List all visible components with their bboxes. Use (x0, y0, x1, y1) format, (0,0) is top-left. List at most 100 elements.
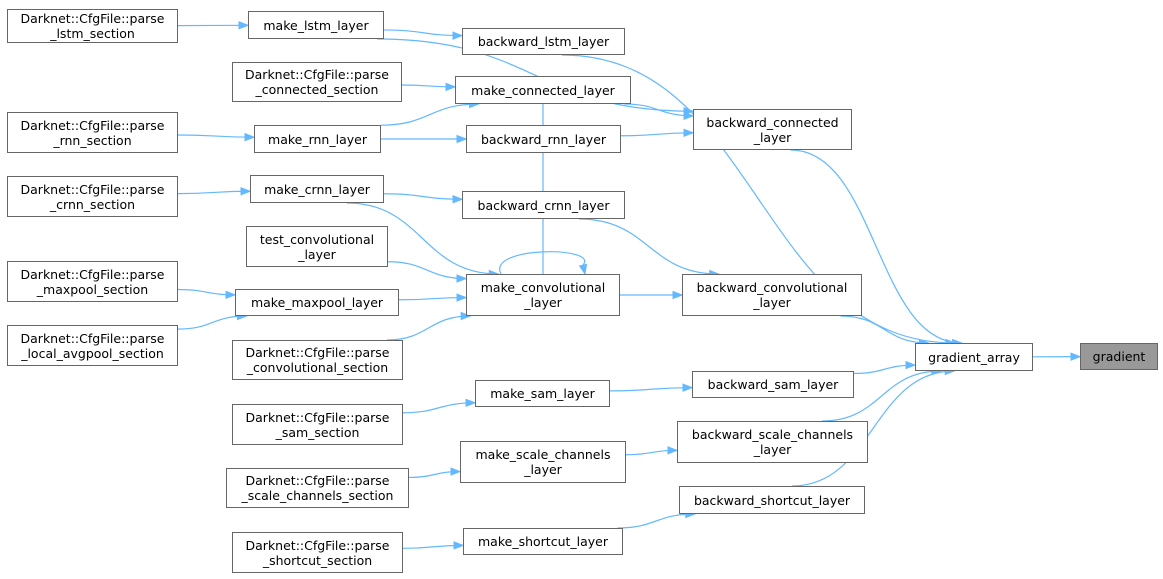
node-make-rnn-layer[interactable]: make_rnn_layer (254, 125, 381, 153)
node-backward-lstm-layer[interactable]: backward_lstm_layer (462, 28, 625, 55)
edge-parse_sam_section-to-make_sam_layer (402, 402, 476, 414)
node-backward-convolutional-layer[interactable]: backward_convolutional_layer (682, 274, 862, 316)
node-make-convolutional-layer[interactable]: make_convolutional_layer (466, 274, 620, 316)
node-label-line: make_shortcut_layer (478, 534, 608, 549)
edge-backward_shortcut_layer-to-gradient_array (791, 370, 955, 487)
node-make-crnn-layer[interactable]: make_crnn_layer (250, 175, 384, 203)
node-label-line: make_connected_layer (471, 82, 615, 98)
node-label-line: _connected_section (255, 82, 379, 97)
node-label-line: _convolutional_section (246, 360, 389, 375)
node-label-line: make_scale_channels (475, 447, 611, 462)
node-parse-local-avgpool-section[interactable]: Darknet::CfgFile::parse_local_avgpool_se… (7, 325, 178, 366)
edge-arrowhead (456, 293, 468, 302)
node-make-connected-layer[interactable]: make_connected_layer (455, 76, 631, 104)
edge-arrowhead (683, 111, 695, 121)
node-label-line: make_rnn_layer (268, 131, 367, 147)
node-backward-rnn-layer[interactable]: backward_rnn_layer (466, 125, 621, 153)
edge-parse_crnn_section-to-make_crnn_layer (177, 190, 251, 195)
node-backward-scale-channels-layer[interactable]: backward_scale_channels_layer (677, 421, 868, 463)
node-label-line: backward_lstm_layer (477, 34, 610, 49)
node-backward-shortcut-layer[interactable]: backward_shortcut_layer (679, 486, 865, 514)
node-label-line: gradient_array (928, 349, 1020, 365)
node-label-line: Darknet::CfgFile::parse (20, 266, 165, 282)
edge-make_lstm_layer-to-backward_lstm_layer (383, 29, 463, 37)
edge-arrowhead (452, 195, 464, 204)
node-label-line: make_sam_layer (490, 386, 595, 401)
node-label-line: test_convolutional (259, 231, 375, 247)
node-label-line: backward_crnn_layer (477, 197, 610, 213)
node-label-line: backward_scale_channels (691, 427, 854, 442)
node-make-maxpool-layer[interactable]: make_maxpool_layer (235, 289, 399, 316)
node-label-line: make_crnn_layer (264, 181, 370, 197)
node-label-line: _sam_section (275, 424, 360, 440)
node-label-line: backward_sam_layer (707, 377, 839, 392)
edge-backward_crnn_layer-to-backward_convolutional_layer (579, 218, 719, 275)
edge-arrowhead (905, 360, 917, 370)
edge-arrowhead (240, 187, 252, 196)
node-parse-crnn-section[interactable]: Darknet::CfgFile::parse_crnn_section (7, 176, 178, 217)
node-label-line: Darknet::CfgFile::parse (20, 181, 165, 197)
edge-make_lstm_layer-to-backward_connected_layer (377, 38, 694, 112)
node-label-line: Darknet::CfgFile::parse (245, 67, 389, 82)
node-make-lstm-layer[interactable]: make_lstm_layer (248, 11, 384, 39)
node-label-line: Darknet::CfgFile::parse (20, 117, 165, 133)
node-label-line: _layer (298, 246, 336, 262)
edge-arrowhead (225, 290, 237, 300)
edge-arrowhead (456, 134, 468, 144)
node-test-convolutional-layer[interactable]: test_convolutional_layer (246, 226, 388, 267)
edge-arrowhead (453, 541, 465, 550)
node-parse-convolutional-section[interactable]: Darknet::CfgFile::parse_convolutional_se… (232, 340, 403, 380)
edge-arrowhead (456, 274, 468, 283)
edge-arrowhead (445, 82, 457, 92)
node-make-shortcut-layer[interactable]: make_shortcut_layer (463, 528, 623, 555)
node-parse-shortcut-section[interactable]: Darknet::CfgFile::parse_shortcut_section (232, 532, 403, 573)
node-label-line: _lstm_section (50, 26, 135, 41)
edge-parse_local_avgpool_section-to-make_maxpool_layer (177, 315, 247, 330)
node-parse-sam-section[interactable]: Darknet::CfgFile::parse_sam_section (232, 404, 403, 445)
edge-make_crnn_layer-to-backward_crnn_layer (383, 193, 463, 200)
node-label-line: _maxpool_section (36, 281, 149, 297)
node-label-line: backward_rnn_layer (480, 131, 607, 147)
node-label-line: _layer (524, 462, 562, 477)
node-label-line: backward_connected (706, 114, 839, 130)
node-parse-lstm-section[interactable]: Darknet::CfgFile::parse_lstm_section (7, 9, 178, 43)
node-gradient[interactable]: gradient (1080, 343, 1158, 370)
node-label-line: _local_avgpool_section (21, 345, 164, 361)
node-parse-maxpool-section[interactable]: Darknet::CfgFile::parse_maxpool_section (7, 261, 178, 302)
edge-test_convolutional_layer-to-make_convolutional_layer (387, 261, 467, 280)
edge-make_sam_layer-to-backward_sam_layer (609, 387, 693, 392)
edge-arrowhead (578, 263, 588, 276)
node-parse-rnn-section[interactable]: Darknet::CfgFile::parse_rnn_section (7, 112, 178, 153)
node-label-line: Darknet::CfgFile::parse (245, 345, 390, 360)
node-label-line: Darknet::CfgFile::parse (20, 11, 165, 26)
node-label-line: make_lstm_layer (263, 17, 369, 33)
node-make-scale-channels-layer[interactable]: make_scale_channels_layer (460, 441, 626, 483)
node-backward-sam-layer[interactable]: backward_sam_layer (692, 371, 854, 398)
edge-backward_convolutional_layer-to-gradient_array (840, 315, 929, 344)
edge-parse_convolutional_section-to-make_convolutional_layer (386, 315, 471, 341)
edge-arrowhead (460, 311, 472, 321)
edge-arrowhead (672, 290, 684, 300)
node-backward-crnn-layer[interactable]: backward_crnn_layer (462, 191, 625, 219)
node-backward-connected-layer[interactable]: backward_connected_layer (693, 109, 852, 150)
edge-backward_connected_layer-to-gradient_array (790, 149, 962, 344)
node-label-line: _crnn_section (49, 196, 136, 212)
node-label-line: make_convolutional (480, 280, 606, 295)
edge-backward_lstm_layer-to-gradient_array (561, 54, 955, 344)
edge-arrowhead (1070, 352, 1082, 361)
edge-arrowhead (683, 128, 695, 138)
edge-arrowhead (450, 467, 462, 476)
edge-parse_rnn_section-to-make_rnn_layer (177, 134, 255, 138)
node-make-sam-layer[interactable]: make_sam_layer (475, 380, 610, 407)
node-label-line: _rnn_section (53, 132, 132, 148)
node-label-line: Darknet::CfgFile::parse (20, 330, 165, 346)
edge-backward_scale_channels_layer-to-gradient_array (822, 370, 941, 422)
node-label-line: Darknet::CfgFile::parse (245, 409, 390, 425)
edge-make_maxpool_layer-to-make_convolutional_layer (398, 296, 467, 301)
node-parse-scale-channels-section[interactable]: Darknet::CfgFile::parse_scale_channels_s… (226, 468, 409, 508)
node-gradient-array[interactable]: gradient_array (915, 343, 1033, 371)
node-parse-connected-section[interactable]: Darknet::CfgFile::parse_connected_sectio… (232, 62, 402, 102)
edge-make_shortcut_layer-to-backward_shortcut_layer (617, 513, 695, 529)
